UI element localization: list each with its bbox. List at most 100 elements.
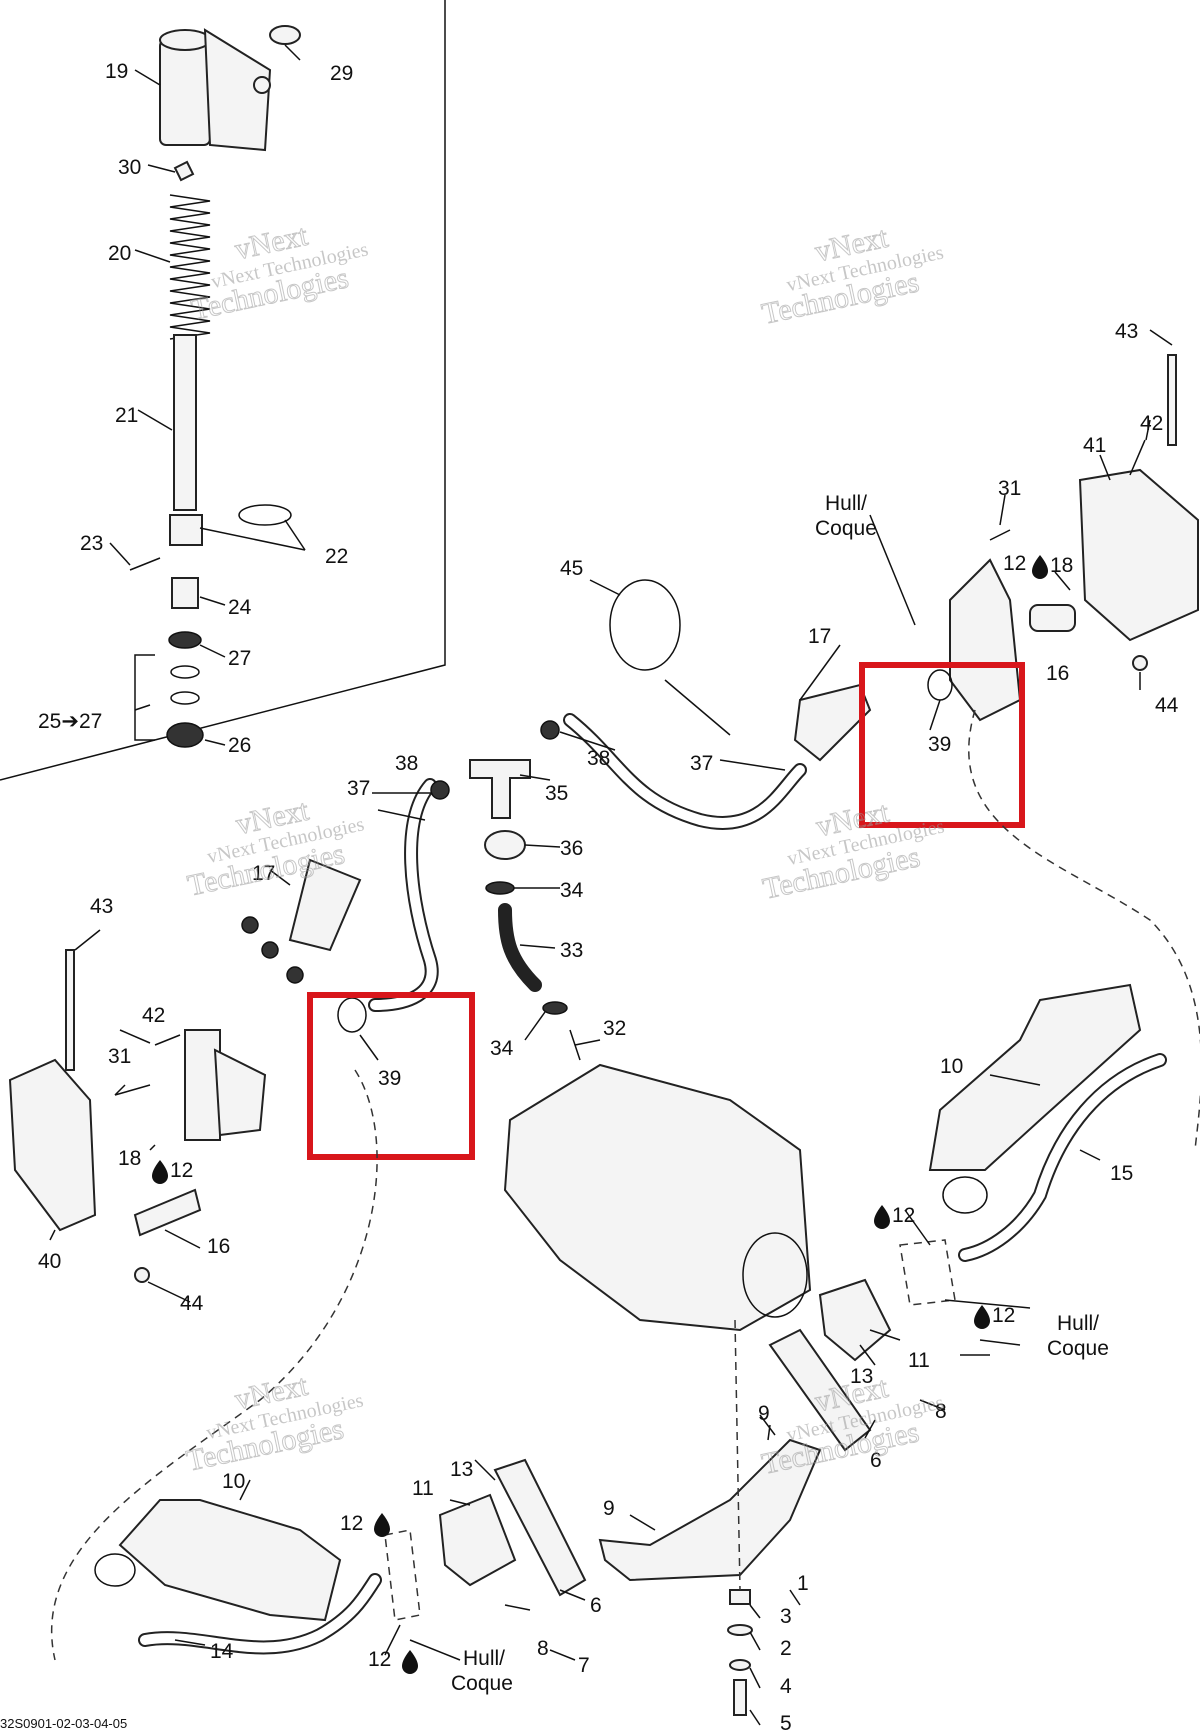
- hose-37-left: [368, 778, 439, 1012]
- leader-lines: [49, 44, 1173, 1726]
- label-16-left: 16: [207, 1235, 230, 1258]
- label-21: 21: [115, 404, 138, 427]
- label-38-left: 38: [395, 752, 418, 775]
- label-25-27: 25➔27: [38, 710, 102, 733]
- route-line-right: [968, 709, 1200, 1151]
- pump-outlet: [742, 1232, 808, 1318]
- label-23: 23: [80, 532, 103, 555]
- label-10-left: 10: [222, 1470, 245, 1493]
- watermark-5: vNext vNext Technologies Technologies: [183, 1368, 365, 1478]
- label-35: 35: [545, 782, 568, 805]
- duct-10-right: [928, 983, 1142, 1171]
- housing-11-right: [818, 1278, 892, 1362]
- ring-22: [238, 504, 292, 526]
- seal-39-top: [927, 669, 953, 701]
- steering-cylinder-19: [159, 28, 272, 152]
- bolt-42-top: [1129, 439, 1146, 476]
- label-8-left: 8: [537, 1637, 549, 1660]
- washer-4: [729, 1659, 751, 1671]
- label-7: 7: [578, 1654, 590, 1677]
- bolt-31-top: [989, 529, 1011, 541]
- label-18-top: 18: [1050, 554, 1073, 577]
- label-18-left: 18: [118, 1147, 141, 1170]
- reference-code: 32S0901-02-03-04-05: [0, 1716, 127, 1731]
- drop-icon-12-r1: [874, 1205, 890, 1229]
- nut-27: [168, 631, 202, 649]
- label-12-left: 12: [170, 1159, 193, 1182]
- hull-label-right-1: Hull/: [1057, 1312, 1099, 1335]
- housing-22: [169, 514, 203, 546]
- label-37-center: 37: [690, 752, 713, 775]
- label-43-left: 43: [90, 895, 113, 918]
- label-11-left: 11: [412, 1477, 434, 1500]
- label-13-left: 13: [450, 1458, 473, 1481]
- label-12-r1: 12: [892, 1204, 915, 1227]
- bolt-43-left: [65, 949, 75, 1071]
- tee-fitting-35: [469, 759, 531, 819]
- nozzle-housing-left: [184, 1029, 221, 1141]
- bracket-25-27: [134, 654, 155, 741]
- nozzle-deflector-41: [1078, 468, 1199, 642]
- ring-27a: [170, 665, 200, 679]
- shaft-21: [173, 334, 197, 511]
- highlight-box-39-top: [859, 662, 1025, 828]
- clamp-38-right: [540, 720, 560, 740]
- jet-pump: [503, 1063, 812, 1332]
- label-31-top: 31: [998, 477, 1021, 500]
- housing-11-left: [438, 1493, 517, 1587]
- bolt-43-top: [1167, 354, 1177, 446]
- label-15: 15: [1110, 1162, 1133, 1185]
- bracket-1: [598, 1438, 822, 1582]
- hull-label-top-1: Hull/: [825, 492, 867, 515]
- clip-30: [173, 160, 195, 182]
- label-40: 40: [38, 1250, 61, 1273]
- band-45: [609, 579, 681, 671]
- link-17-top: [793, 683, 872, 762]
- label-12-b1: 12: [340, 1512, 363, 1535]
- label-44-left: 44: [180, 1292, 204, 1315]
- label-8-right: 8: [935, 1400, 947, 1423]
- gasket-12-right: [899, 1239, 956, 1306]
- duct-10-right-end: [942, 1176, 988, 1214]
- label-6-right: 6: [870, 1449, 882, 1472]
- gasket-12-left: [384, 1529, 421, 1621]
- label-33: 33: [560, 939, 583, 962]
- hull-label-top-2: Coque: [815, 517, 877, 540]
- spacer-3: [729, 1589, 751, 1605]
- bolt-42-left: [154, 1034, 181, 1046]
- label-3: 3: [780, 1605, 792, 1628]
- grommet-36: [484, 830, 526, 860]
- washer-2: [727, 1624, 753, 1636]
- label-4: 4: [780, 1675, 792, 1698]
- label-12-top: 12: [1003, 552, 1026, 575]
- clamp-34-pump: [542, 1001, 568, 1015]
- label-6-left: 6: [590, 1594, 602, 1617]
- drop-icon-12-b1: [374, 1513, 390, 1537]
- watermark-6: vNext vNext Technologies Technologies: [758, 1370, 945, 1481]
- pin-23: [129, 557, 161, 571]
- ring-27b: [170, 691, 200, 705]
- label-2: 2: [780, 1637, 792, 1660]
- label-9-left: 9: [603, 1497, 615, 1520]
- drop-icon-12-left: [152, 1160, 168, 1184]
- pivot-16-top: [1029, 604, 1076, 632]
- label-9-right: 9: [758, 1402, 770, 1425]
- hose-33: [498, 903, 542, 992]
- nozzle-deflector-40: [8, 1058, 97, 1232]
- hull-label-right-2: Coque: [1047, 1337, 1109, 1360]
- bushing-24: [171, 577, 199, 609]
- label-30: 30: [118, 156, 141, 179]
- label-11-right: 11: [908, 1349, 930, 1372]
- link-17-left: [241, 858, 362, 984]
- inset-frame: [0, 0, 446, 781]
- label-42-left: 42: [142, 1004, 165, 1027]
- label-42-top: 42: [1140, 412, 1163, 435]
- drop-icon-12-b2: [402, 1650, 418, 1674]
- seal-39-left: [337, 997, 367, 1033]
- nut-26: [166, 722, 204, 748]
- label-26: 26: [228, 734, 251, 757]
- label-10-right: 10: [940, 1055, 963, 1078]
- label-29: 29: [330, 62, 353, 85]
- label-45: 45: [560, 557, 583, 580]
- duct-10-left: [118, 1499, 342, 1622]
